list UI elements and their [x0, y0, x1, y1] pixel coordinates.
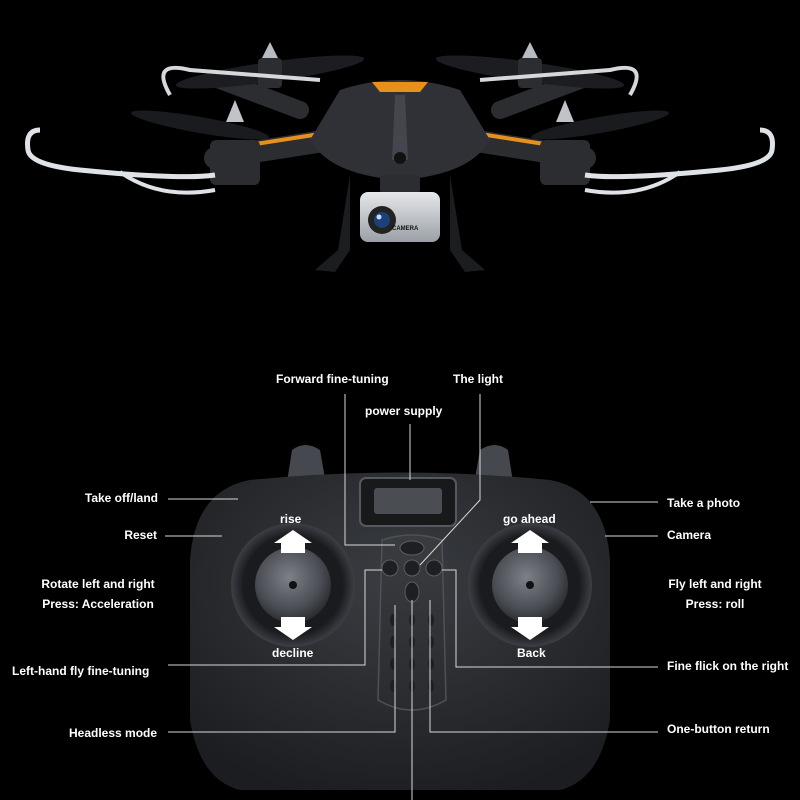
decline-arrow-icon — [274, 617, 312, 640]
camera-print-text: CAMERA — [392, 226, 419, 232]
front-left-guard — [25, 127, 216, 180]
line-the-light — [419, 394, 481, 566]
label-go-ahead: go ahead — [503, 512, 556, 526]
label-reset: Reset — [124, 528, 157, 542]
label-forward-fine-tuning: Forward fine-tuning — [276, 372, 389, 386]
line-left-hand-fine-tuning — [168, 569, 382, 666]
left-trim-button — [381, 559, 399, 577]
label-left-hand-fine-tuning: Left-hand fly fine-tuning — [12, 664, 150, 678]
front-right-guard — [584, 127, 775, 180]
front-right-motor — [540, 100, 590, 185]
left-landing-leg — [315, 175, 350, 272]
controller-illustration — [190, 445, 610, 790]
drone-front-light — [394, 152, 406, 164]
rear-right-rotor — [435, 42, 625, 89]
drone-body-ridge — [392, 95, 408, 160]
label-the-light: The light — [453, 372, 503, 386]
line-forward-fine-tuning — [344, 394, 395, 546]
camera-lens — [374, 212, 390, 228]
left-guard-lower — [118, 170, 216, 195]
rise-arrow-icon — [274, 530, 312, 553]
rear-left-guard — [161, 65, 321, 96]
left-stick-center — [289, 581, 297, 589]
label-one-button-return: One-button return — [667, 722, 770, 736]
right-guard-lower — [584, 170, 682, 195]
front-left-propeller — [131, 110, 269, 140]
label-rise: rise — [280, 512, 302, 526]
forward-trim-button — [399, 540, 425, 556]
label-press-acceleration: Press: Acceleration — [42, 597, 154, 611]
go-ahead-arrow-icon — [511, 530, 549, 553]
right-trim-button — [425, 559, 443, 577]
light-button — [403, 559, 421, 577]
label-back: Back — [517, 646, 546, 660]
gimbal-mount — [380, 175, 420, 193]
label-take-a-photo: Take a photo — [667, 496, 741, 510]
drone-top-accent — [372, 82, 428, 92]
label-power-supply: power supply — [365, 404, 443, 418]
camera-lens-glint — [376, 214, 382, 220]
line-fine-flick-right — [442, 569, 658, 668]
one-button-return — [404, 581, 420, 603]
label-camera: Camera — [667, 528, 712, 542]
back-arrow-icon — [511, 617, 549, 640]
label-decline: decline — [272, 646, 314, 660]
leader-lines — [165, 394, 658, 800]
right-stick-center — [526, 581, 534, 589]
rear-left-rotor — [175, 42, 365, 89]
label-rotate-left-right: Rotate left and right — [41, 577, 155, 591]
line-headless-mode — [168, 605, 396, 733]
label-fly-left-right: Fly left and right — [668, 577, 762, 591]
rear-right-guard — [479, 65, 639, 96]
right-landing-leg — [450, 175, 485, 272]
drone-illustration — [25, 42, 775, 272]
power-display — [374, 488, 442, 514]
label-headless-mode: Headless mode — [69, 726, 158, 740]
label-press-roll: Press: roll — [685, 597, 745, 611]
front-right-propeller — [531, 110, 669, 140]
label-take-off-land: Take off/land — [84, 491, 158, 505]
front-left-motor — [210, 100, 260, 185]
label-fine-flick-right: Fine flick on the right — [667, 659, 789, 673]
line-one-button-return — [429, 600, 658, 733]
